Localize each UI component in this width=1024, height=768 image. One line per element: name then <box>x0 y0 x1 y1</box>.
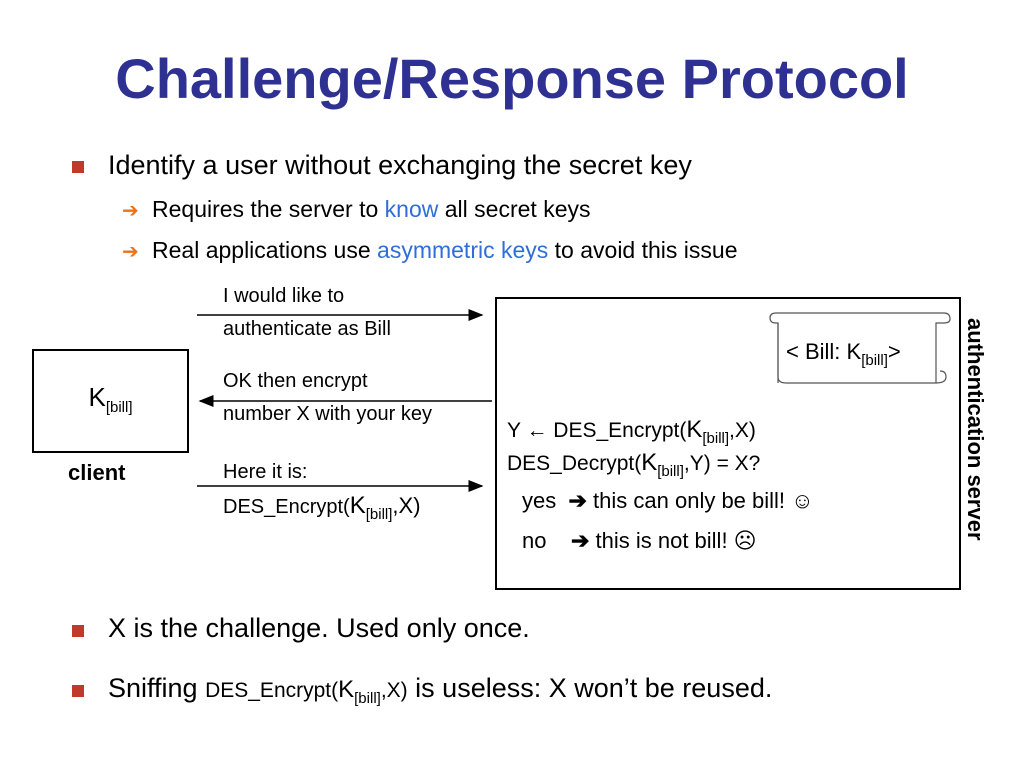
square-bullet-icon <box>72 684 84 702</box>
bottom-bullet-1: X is the challenge. Used only once. <box>108 613 530 643</box>
server-line-1: Y ← DES_Encrypt(K[bill],X) <box>507 416 756 447</box>
message-2: OK then encrypt number X with your key <box>223 370 432 425</box>
message-1: I would like to authenticate as Bill <box>223 285 391 340</box>
square-bullet-icon <box>72 160 84 178</box>
sub-bullet-2: Real applications use asymmetric keys to… <box>152 237 738 263</box>
server-no-line: no ➔ this is not bill! ☹ <box>522 528 757 553</box>
highlight-know: know <box>384 196 439 222</box>
message-3: Here it is: DES_Encrypt(K[bill],X) <box>223 461 421 523</box>
scroll-text: < Bill: K[bill]> <box>786 339 901 369</box>
right-arrow-bullet-icon: ➔ <box>122 200 139 222</box>
right-arrow-icon: ➔ <box>568 488 587 513</box>
server-yes-line: yes ➔ this can only be bill! ☺ <box>522 488 814 513</box>
slide-title: Challenge/Response Protocol <box>115 47 909 110</box>
right-arrow-icon: ➔ <box>570 528 590 553</box>
client-box <box>32 349 189 453</box>
right-arrow-bullet-icon: ➔ <box>122 241 139 263</box>
square-bullet-icon <box>72 624 84 642</box>
server-line-2: DES_Decrypt(K[bill],Y) = X? <box>507 449 761 480</box>
scroll-icon <box>769 312 951 384</box>
sub-bullet-1: Requires the server to know all secret k… <box>152 196 591 222</box>
bullet-1-text: Identify a user without exchanging the s… <box>108 150 692 180</box>
server-label: authentication server <box>963 318 988 541</box>
client-key: K[bill] <box>88 382 133 416</box>
server-box <box>495 297 961 590</box>
highlight-asymmetric-keys: asymmetric keys <box>377 237 549 263</box>
client-label: client <box>68 460 126 485</box>
bottom-bullet-2: Sniffing DES_Encrypt(K[bill],X) is usele… <box>108 673 773 707</box>
